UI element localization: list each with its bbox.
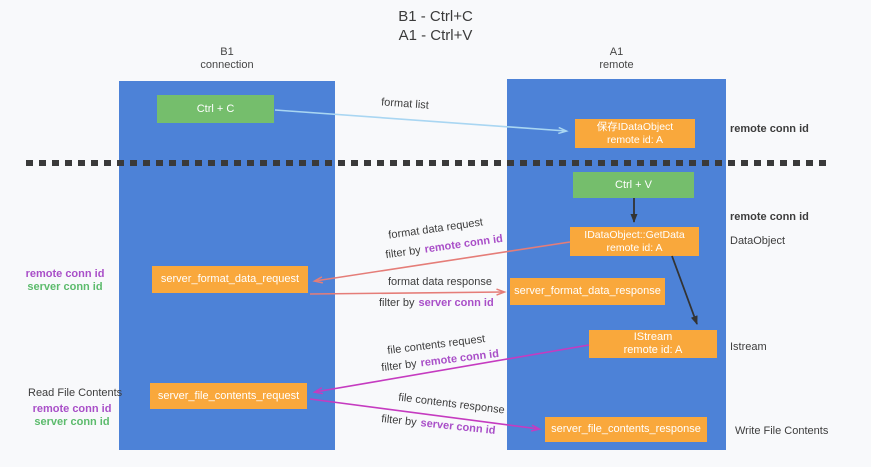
remote-conn-id-text: remote conn id bbox=[423, 232, 504, 256]
annotation-remote-conn-id-top: remote conn id bbox=[730, 123, 809, 135]
label-format-data-response: format data response bbox=[388, 276, 492, 288]
getdata-line1: IDataObject::GetData bbox=[584, 228, 685, 241]
filter-by-text: filter by bbox=[380, 357, 418, 375]
node-istream: IStream remote id: A bbox=[589, 330, 717, 358]
annotation-dataobject: DataObject bbox=[730, 235, 786, 247]
server-conn-id-text: server conn id bbox=[418, 297, 494, 309]
server-conn-id-text: server conn id bbox=[34, 416, 110, 428]
label-file-contents-response: file contents response bbox=[397, 391, 506, 417]
title-line-1: B1 - Ctrl+C bbox=[398, 8, 473, 25]
node-server-format-data-response: server_format_data_response bbox=[510, 278, 665, 305]
phase-divider-dashed-line bbox=[26, 160, 832, 166]
lane-a1-role: remote bbox=[599, 59, 634, 71]
annotation-read-file-contents: Read File Contents bbox=[28, 387, 123, 399]
lane-b1-role: connection bbox=[200, 59, 254, 71]
server-file-contents-response-label: server_file_contents_response bbox=[551, 423, 701, 435]
ctrl-v-label: Ctrl + V bbox=[615, 178, 652, 191]
server-format-data-response-label: server_format_data_response bbox=[514, 285, 661, 297]
filter-by-text: filter by bbox=[380, 413, 418, 429]
getdata-line2: remote id: A bbox=[606, 241, 663, 254]
node-server-format-data-request: server_format_data_request bbox=[152, 266, 308, 293]
annotation-istream: Istream bbox=[730, 341, 767, 353]
diagram-title: B1 - Ctrl+C A1 - Ctrl+V bbox=[0, 7, 871, 45]
server-conn-id-text: server conn id bbox=[419, 417, 496, 437]
annotation-remote-conn-id-mid: remote conn id bbox=[730, 211, 809, 223]
lane-header-b1: B1 connection bbox=[119, 46, 335, 72]
istream-line2: remote id: A bbox=[623, 344, 683, 356]
remote-conn-id-text: remote conn id bbox=[25, 268, 105, 280]
server-format-data-request-label: server_format_data_request bbox=[160, 273, 300, 285]
server-file-contents-request-label: server_file_contents_request bbox=[157, 389, 300, 402]
remote-conn-id-text: remote conn id bbox=[32, 403, 112, 415]
arrow-format-data-response bbox=[309, 292, 504, 294]
server-conn-id-text: server conn id bbox=[27, 281, 103, 293]
lane-a1-name: A1 bbox=[609, 46, 624, 58]
save-idataobject-line1: 保存IDataObject bbox=[596, 120, 674, 133]
lane-header-a1: A1 remote bbox=[507, 46, 726, 72]
filter-by-text: filter by bbox=[379, 297, 415, 309]
node-idataobject-getdata: IDataObject::GetData remote id: A bbox=[570, 227, 699, 256]
save-idataobject-line2: remote id: A bbox=[606, 133, 664, 146]
lane-b1-name: B1 bbox=[220, 46, 234, 58]
annotation-write-file-contents: Write File Contents bbox=[735, 425, 829, 437]
label-format-list: format list bbox=[380, 96, 430, 112]
node-server-file-contents-response: server_file_contents_response bbox=[545, 417, 707, 442]
node-ctrl-v: Ctrl + V bbox=[573, 172, 694, 198]
istream-line1: IStream bbox=[633, 331, 673, 343]
annotation-left-bottom-conn-ids: remote conn id server conn id bbox=[22, 403, 122, 429]
title-line-2: A1 - Ctrl+V bbox=[398, 27, 473, 44]
annotation-left-conn-ids: remote conn id server conn id bbox=[18, 268, 112, 294]
filter-by-text: filter by bbox=[384, 244, 422, 262]
ctrl-c-label: Ctrl + C bbox=[196, 102, 235, 115]
node-ctrl-c: Ctrl + C bbox=[157, 95, 274, 123]
node-save-idataobject: 保存IDataObject remote id: A bbox=[575, 119, 695, 148]
node-server-file-contents-request: server_file_contents_request bbox=[150, 383, 307, 409]
